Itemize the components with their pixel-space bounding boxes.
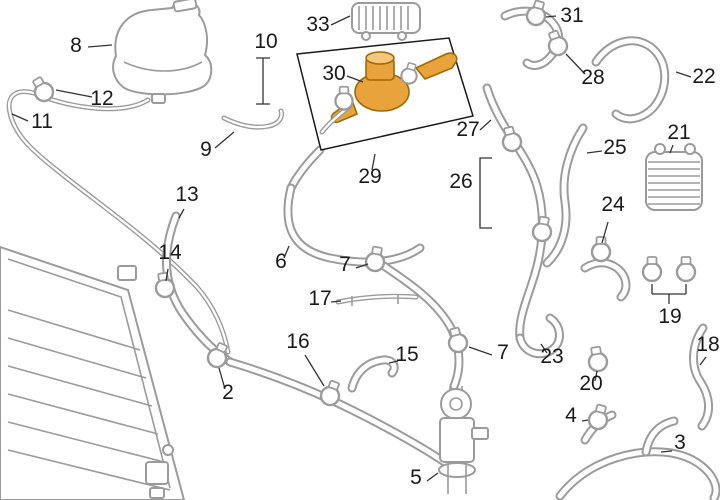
callout-14[interactable]: 14	[158, 241, 182, 264]
clamp-26-lower-drawing	[530, 214, 555, 244]
callout-27[interactable]: 27	[456, 118, 479, 141]
flange-outlet-stub	[414, 52, 458, 80]
highlighted-part-30-drawing[interactable]	[330, 51, 458, 124]
leader-line-13	[178, 208, 185, 219]
housing-5-drawing	[438, 386, 489, 494]
radiator-drawing	[0, 245, 186, 500]
callout-25[interactable]: 25	[603, 136, 626, 159]
expansion-tank-drawing	[112, 0, 213, 104]
bracket-10	[256, 57, 270, 105]
clamp-19-left-drawing	[641, 255, 663, 283]
callout-15[interactable]: 15	[395, 343, 418, 366]
leader-line-14	[165, 268, 169, 282]
leader-line-31	[545, 15, 557, 18]
clamp-14-drawing	[152, 270, 177, 300]
bracket-19	[651, 284, 687, 304]
leader-line-21	[669, 144, 674, 154]
leader-line-22	[675, 71, 692, 78]
callout-12[interactable]: 12	[90, 87, 113, 110]
leader-line-9	[214, 131, 235, 149]
clamp-20-drawing	[585, 344, 610, 374]
cooler-21-drawing	[645, 143, 703, 211]
hose-22-drawing	[505, 11, 665, 119]
leader-line-17	[330, 300, 342, 303]
hose-25-drawing	[547, 128, 583, 263]
callout-21[interactable]: 21	[667, 121, 690, 144]
callout-28[interactable]: 28	[581, 66, 604, 89]
leader-line-24	[601, 221, 609, 244]
leader-line-8	[87, 44, 113, 48]
bracket-26	[479, 157, 492, 229]
callout-7-lower[interactable]: 7	[497, 341, 509, 364]
callout-17[interactable]: 17	[308, 287, 331, 310]
callout-18[interactable]: 18	[696, 333, 719, 356]
leader-line-18	[699, 356, 707, 366]
leader-line-2	[218, 367, 226, 390]
callout-2[interactable]: 2	[222, 381, 234, 404]
callout-20[interactable]: 20	[579, 372, 602, 395]
leader-line-5	[426, 472, 439, 482]
hose-3-drawing	[560, 415, 716, 498]
pipe-9-drawing	[224, 111, 282, 127]
callout-10[interactable]: 10	[254, 30, 277, 53]
callout-19[interactable]: 19	[658, 305, 681, 328]
clamp-19-right-drawing	[675, 255, 697, 283]
leader-line-33	[330, 15, 351, 26]
callout-13[interactable]: 13	[175, 183, 198, 206]
callout-31[interactable]: 31	[560, 4, 583, 27]
leader-line-11	[11, 113, 29, 122]
leader-line-15	[388, 360, 399, 364]
leader-line-6	[283, 245, 290, 259]
callout-16[interactable]: 16	[286, 330, 309, 353]
highlighted-part-box[interactable]	[296, 37, 474, 151]
clamp-4-drawing	[585, 401, 612, 433]
leader-line-7-upper	[355, 263, 369, 269]
callout-4[interactable]: 4	[565, 404, 577, 427]
callout-33[interactable]: 33	[306, 13, 329, 36]
callout-8[interactable]: 8	[70, 34, 82, 57]
hose-24-drawing	[585, 263, 626, 297]
callout-11[interactable]: 11	[31, 110, 53, 133]
callout-22[interactable]: 22	[692, 65, 715, 88]
callout-29[interactable]: 29	[358, 165, 381, 188]
leader-line-28	[565, 53, 586, 75]
hose-15-drawing	[352, 360, 394, 388]
callout-26[interactable]: 26	[449, 170, 472, 193]
flange-cap	[365, 51, 395, 65]
callout-9[interactable]: 9	[200, 138, 212, 161]
leader-line-12	[55, 89, 93, 98]
clamp-24-drawing	[590, 235, 612, 263]
callout-6[interactable]: 6	[275, 250, 287, 273]
callout-5[interactable]: 5	[410, 466, 422, 489]
cooler-33-drawing	[351, 2, 421, 41]
callout-30[interactable]: 30	[322, 62, 345, 85]
leader-line-4	[581, 419, 589, 422]
leader-line-3	[660, 450, 673, 453]
callout-3[interactable]: 3	[674, 431, 686, 454]
leader-line-23	[540, 343, 548, 354]
leader-line-30	[346, 75, 364, 83]
leader-line-27	[479, 119, 492, 131]
leader-line-29	[371, 153, 376, 171]
leader-line-20	[594, 370, 598, 382]
lower-radiator-hose-drawing	[230, 362, 446, 463]
leader-line-16	[304, 354, 325, 387]
callout-24[interactable]: 24	[601, 193, 625, 216]
leader-line-25	[586, 150, 603, 154]
pipe-17-drawing	[338, 294, 416, 306]
leader-line-7-lower	[468, 346, 493, 356]
clamp-31-drawing	[523, 0, 550, 29]
callout-23[interactable]: 23	[540, 345, 563, 368]
callout-7-upper[interactable]: 7	[339, 253, 351, 276]
